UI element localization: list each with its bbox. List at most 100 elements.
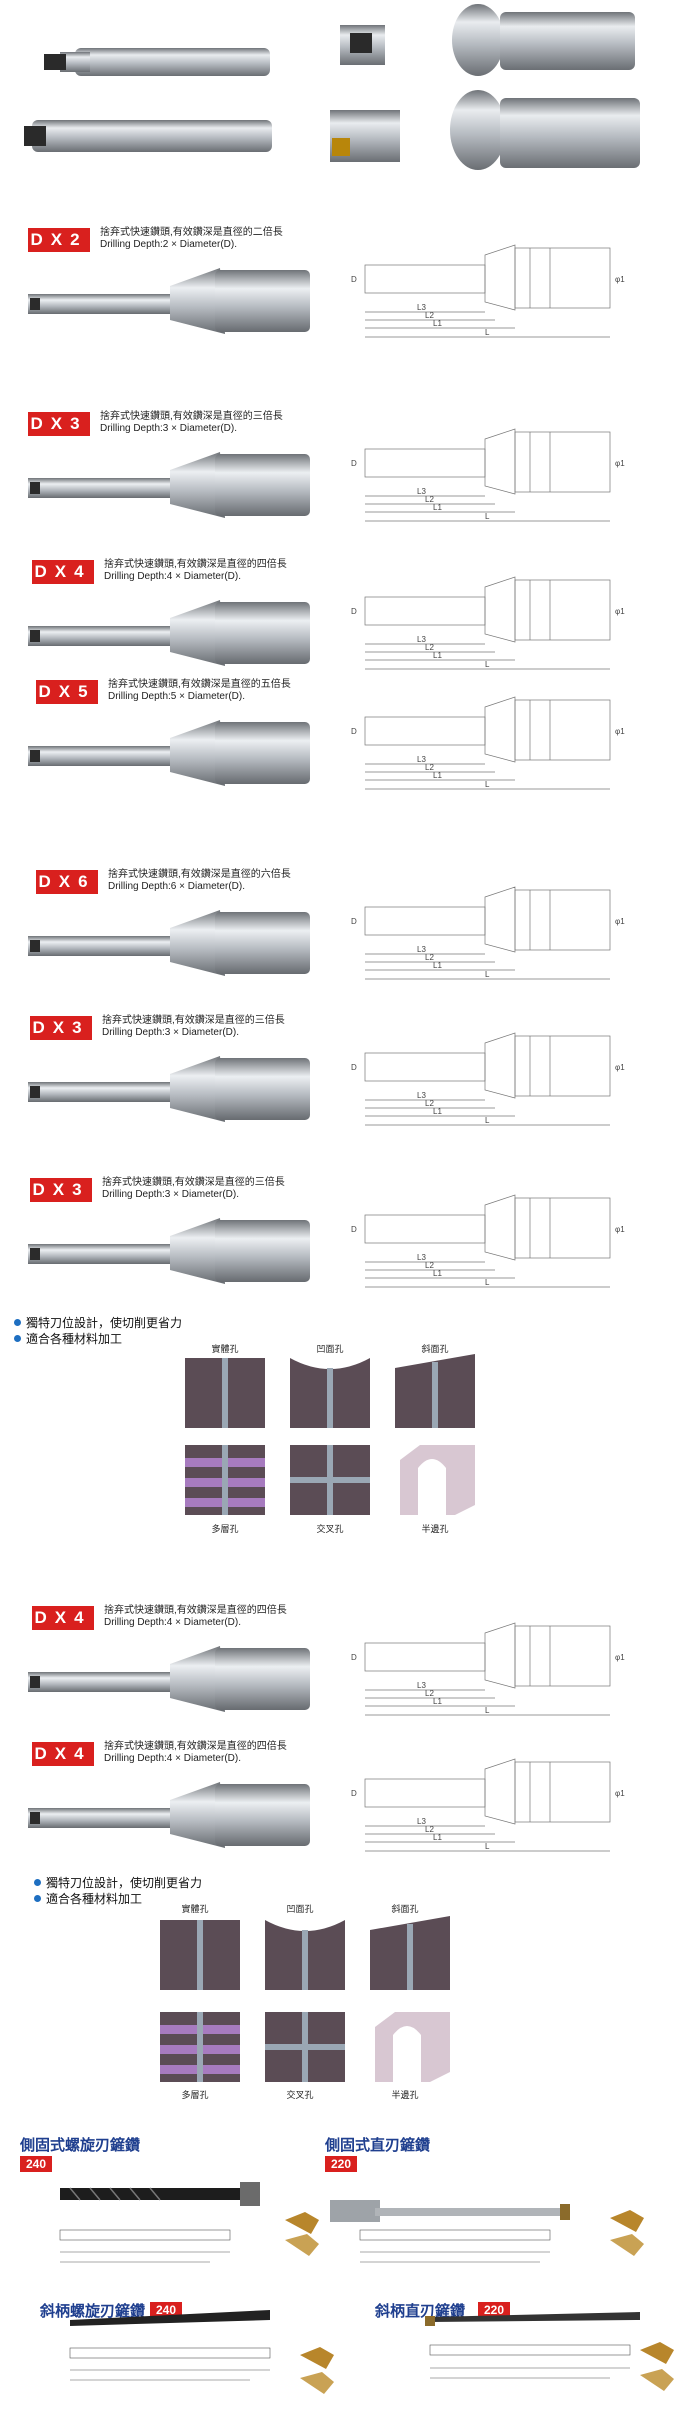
- title-taper-spiral: 斜柄螺旋刃鏟鑽: [40, 2303, 146, 2320]
- hole-label-concave: 凹面孔: [316, 1344, 344, 1354]
- description-en: Drilling Depth:4 × Diameter(D).: [104, 571, 241, 582]
- dim-l: L: [485, 970, 490, 979]
- dim-l1: L1: [433, 1107, 442, 1116]
- series-badge: DX3: [28, 412, 90, 436]
- description-zh: 捨弃式快速鑽頭,有效鑽深是直徑的四倍長: [104, 1605, 287, 1616]
- dim-phi: φ1: [615, 1225, 625, 1234]
- dim-l3: L3: [417, 755, 426, 764]
- dim-l: L: [485, 1116, 490, 1125]
- bullet-icon: [34, 1879, 41, 1886]
- series-badge: DX4: [32, 1742, 94, 1766]
- num-badge-side-spiral: 240: [20, 2156, 53, 2172]
- dim-phi: φ1: [615, 459, 625, 468]
- dim-l: L: [485, 1706, 490, 1715]
- feature-bullet-4: 適合各種材料加工: [34, 1892, 142, 1906]
- feature-bullet-3: 獨特刀位設計，使切削更省力: [34, 1876, 202, 1890]
- drill-photo: [28, 452, 310, 518]
- title-taper-straight: 斜柄直刃鏟鑽: [375, 2303, 466, 2320]
- dim-l2: L2: [425, 1099, 434, 1108]
- description-zh: 捨弃式快速鑽頭,有效鑽深是直徑的五倍長: [108, 679, 291, 690]
- title-side-spiral: 側固式螺旋刃鏟鑽: [20, 2137, 141, 2154]
- dim-l1: L1: [433, 1269, 442, 1278]
- bullet-icon: [34, 1895, 41, 1902]
- dim-l1: L1: [433, 503, 442, 512]
- hole-label-cross-2: 交叉孔: [286, 2090, 314, 2100]
- dim-d: D: [351, 275, 357, 284]
- product-photo-top: [24, 4, 640, 170]
- description-en: Drilling Depth:3 × Diameter(D).: [100, 423, 237, 434]
- dim-l: L: [485, 512, 490, 521]
- drill-photo: [28, 600, 310, 666]
- dim-phi: φ1: [615, 917, 625, 926]
- bullet-icon: [14, 1335, 21, 1342]
- dim-d: D: [351, 1789, 357, 1798]
- description-en: Drilling Depth:5 × Diameter(D).: [108, 691, 245, 702]
- series-badge: DX4: [32, 1606, 94, 1630]
- dim-l1: L1: [433, 1833, 442, 1842]
- dim-phi: φ1: [615, 607, 625, 616]
- description-en: Drilling Depth:6 × Diameter(D).: [108, 881, 245, 892]
- dim-phi: φ1: [615, 727, 625, 736]
- series-badge: DX6: [36, 870, 98, 894]
- dim-d: D: [351, 459, 357, 468]
- dim-l2: L2: [425, 763, 434, 772]
- hole-types-diagram-2: [160, 1916, 450, 2082]
- dim-l1: L1: [433, 961, 442, 970]
- drill-photo: [28, 720, 310, 786]
- dim-d: D: [351, 1225, 357, 1234]
- dim-l1: L1: [433, 1697, 442, 1706]
- dim-l2: L2: [425, 495, 434, 504]
- num-badge-side-straight: 220: [325, 2156, 358, 2172]
- drill-photo: [28, 1782, 310, 1848]
- dim-phi: φ1: [615, 1653, 625, 1662]
- description-en: Drilling Depth:4 × Diameter(D).: [104, 1617, 241, 1628]
- dim-d: D: [351, 1063, 357, 1072]
- dim-phi: φ1: [615, 275, 625, 284]
- dim-phi: φ1: [615, 1063, 625, 1072]
- dim-l3: L3: [417, 635, 426, 644]
- dim-l3: L3: [417, 1091, 426, 1100]
- hole-label-cross: 交叉孔: [316, 1524, 344, 1534]
- dim-l3: L3: [417, 303, 426, 312]
- dim-l2: L2: [425, 311, 434, 320]
- hole-label-slant: 斜面孔: [421, 1344, 449, 1354]
- description-zh: 捨弃式快速鑽頭,有效鑽深是直徑的三倍長: [102, 1177, 285, 1188]
- hole-label-half: 半邊孔: [421, 1524, 449, 1534]
- hole-label-slant-2: 斜面孔: [391, 1904, 419, 1914]
- spade-drill-illustrations: [59, 2182, 674, 2394]
- hole-types-diagram-1: [185, 1354, 475, 1515]
- dim-l2: L2: [425, 953, 434, 962]
- description-zh: 捨弃式快速鑽頭,有效鑽深是直徑的四倍長: [104, 1741, 287, 1752]
- dim-l: L: [485, 328, 490, 337]
- dim-l3: L3: [417, 945, 426, 954]
- dim-l1: L1: [433, 771, 442, 780]
- description-zh: 捨弃式快速鑽頭,有效鑽深是直徑的六倍長: [108, 869, 291, 880]
- series-badge: DX4: [32, 560, 94, 584]
- dim-l3: L3: [417, 487, 426, 496]
- feature-bullet-1: 獨特刀位設計，使切削更省力: [14, 1316, 182, 1330]
- feature-bullet-2: 適合各種材料加工: [14, 1332, 122, 1346]
- dim-d: D: [351, 917, 357, 926]
- hole-label-solid-2: 實體孔: [181, 1904, 209, 1914]
- description-en: Drilling Depth:4 × Diameter(D).: [104, 1753, 241, 1764]
- hole-label-concave-2: 凹面孔: [286, 1904, 314, 1914]
- description-en: Drilling Depth:2 × Diameter(D).: [100, 239, 237, 250]
- description-zh: 捨弃式快速鑽頭,有效鑽深是直徑的四倍長: [104, 559, 287, 570]
- num-badge-taper-spiral: 240: [150, 2302, 183, 2318]
- drill-photo: [28, 1646, 310, 1712]
- dim-l2: L2: [425, 643, 434, 652]
- dim-d: D: [351, 1653, 357, 1662]
